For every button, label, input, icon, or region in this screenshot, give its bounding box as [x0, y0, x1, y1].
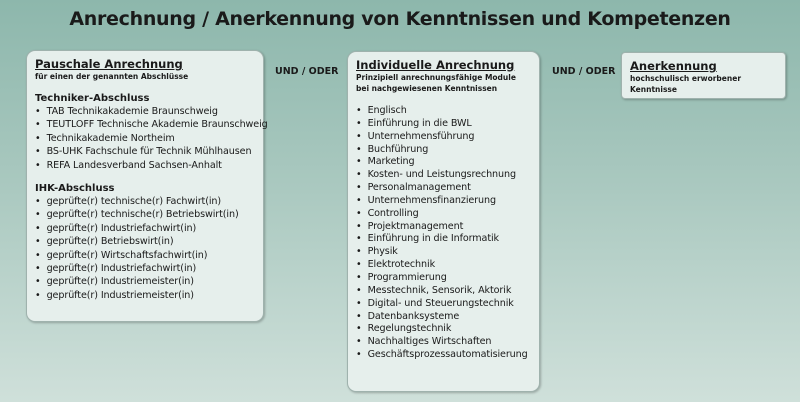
- ihk-list: geprüfte(r) technische(r) Fachwirt(in)ge…: [35, 195, 255, 302]
- list-item: geprüfte(r) Industriemeister(in): [35, 275, 255, 288]
- box-heading: Pauschale Anrechnung: [35, 57, 183, 71]
- connector-label: UND / ODER: [552, 66, 616, 77]
- list-item: Projektmanagement: [356, 221, 531, 234]
- box-subtitle: bei nachgewiesenen Kenntnissen: [356, 84, 498, 93]
- connector-label: UND / ODER: [275, 66, 339, 77]
- list-item: Technikakademie Northeim: [35, 132, 255, 145]
- list-item: geprüfte(r) Wirtschaftsfachwirt(in): [35, 249, 255, 262]
- anerkennung-box: Anerkennung hochschulisch erworbener Ken…: [621, 52, 786, 99]
- section-title: Techniker-Abschluss: [35, 93, 150, 104]
- list-item: Einführung in die Informatik: [356, 233, 531, 246]
- individuelle-anrechnung-box: Individuelle Anrechnung Prinzipiell anre…: [347, 51, 540, 392]
- list-item: geprüfte(r) Industriefachwirt(in): [35, 222, 255, 235]
- box-subtitle: Prinzipiell anrechnungsfähige Module: [356, 73, 516, 82]
- list-item: Controlling: [356, 208, 531, 221]
- techniker-list: TAB Technikakademie BraunschweigTEUTLOFF…: [35, 105, 268, 172]
- list-item: Nachhaltiges Wirtschaften: [356, 336, 531, 349]
- list-item: Elektrotechnik: [356, 259, 531, 272]
- list-item: geprüfte(r) Industriefachwirt(in): [35, 262, 255, 275]
- list-item: geprüfte(r) technische(r) Fachwirt(in): [35, 195, 255, 208]
- list-item: Messtechnik, Sensorik, Aktorik: [356, 285, 531, 298]
- page-title: Anrechnung / Anerkennung von Kenntnissen…: [69, 8, 731, 30]
- section-title: IHK-Abschluss: [35, 183, 115, 195]
- list-item: TAB Technikakademie Braunschweig: [35, 105, 255, 118]
- list-item: Marketing: [356, 156, 531, 169]
- list-item: Personalmanagement: [356, 182, 531, 195]
- list-item: geprüfte(r) technische(r) Betriebswirt(i…: [35, 208, 255, 221]
- list-item: Digital- und Steuerungstechnik: [356, 298, 531, 311]
- box-subtitle: für einen der genannten Abschlüsse: [35, 72, 189, 81]
- list-item: Datenbanksysteme: [356, 311, 531, 324]
- list-item: Programmierung: [356, 272, 531, 285]
- list-item: geprüfte(r) Betriebswirt(in): [35, 235, 255, 248]
- list-item: Buchführung: [356, 144, 531, 157]
- list-item: BS-UHK Fachschule für Technik Mühlhausen: [35, 145, 255, 158]
- box-heading: Individuelle Anrechnung: [356, 58, 515, 72]
- list-item: REFA Landesverband Sachsen-Anhalt: [35, 159, 255, 172]
- pauschale-anrechnung-box: Pauschale Anrechnung für einen der genan…: [26, 50, 268, 322]
- list-item: Kosten- und Leistungsrechnung: [356, 169, 531, 182]
- list-item: Geschäftsprozessautomatisierung: [356, 349, 531, 362]
- module-list: EnglischEinführung in die BWLUnternehmen…: [356, 105, 531, 362]
- box-subtitle: hochschulisch erworbener Kenntnisse: [630, 74, 742, 94]
- list-item: Einführung in die BWL: [356, 118, 531, 131]
- list-item: TEUTLOFF Technische Akademie Braunschwei…: [35, 118, 268, 131]
- list-item: geprüfte(r) Industriemeister(in): [35, 289, 255, 302]
- list-item: Englisch: [356, 105, 531, 118]
- list-item: Regelungstechnik: [356, 323, 531, 336]
- list-item: Unternehmensführung: [356, 131, 531, 144]
- list-item: Physik: [356, 246, 531, 259]
- box-heading: Anerkennung: [630, 59, 717, 73]
- list-item: Unternehmensfinanzierung: [356, 195, 531, 208]
